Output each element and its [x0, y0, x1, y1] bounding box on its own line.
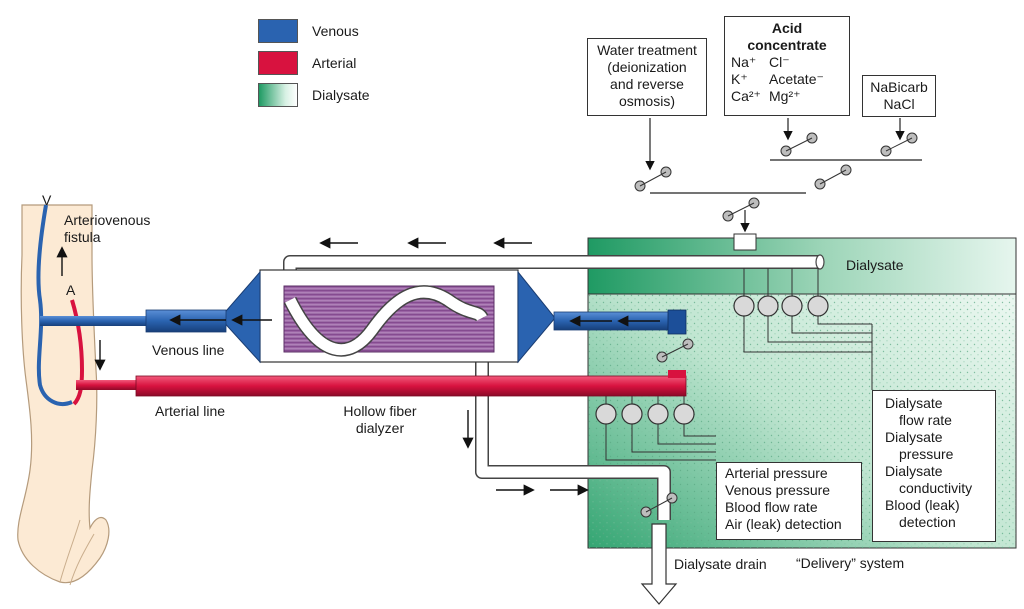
- monitor-blood-leak-2: detection: [899, 514, 956, 530]
- monitor-dialysate-flow-2: flow rate: [899, 412, 952, 428]
- monitor-air-leak-detection: Air (leak) detection: [725, 516, 842, 532]
- legend-swatch-venous: [258, 19, 298, 43]
- monitor-blood-flow-rate: Blood flow rate: [725, 499, 818, 515]
- acid-title-line2: concentrate: [747, 37, 827, 53]
- acid-concentrate-box: Acid concentrate Na⁺ Cl⁻ K⁺ Acetate⁻ Ca²…: [724, 16, 850, 116]
- legend-dialysate: Dialysate: [258, 82, 370, 108]
- acid-concentrate-title: Acid concentrate: [731, 20, 843, 54]
- dialysate-monitor-gauges: [733, 268, 873, 390]
- arm-v-label: V: [42, 192, 52, 208]
- monitor-dialysate-pressure-1: Dialysate: [885, 429, 943, 445]
- dialyzer-label-line2: dialyzer: [355, 420, 405, 436]
- blood-monitor-box: Arterial pressure Venous pressure Blood …: [716, 462, 862, 540]
- water-treatment-line3: and reverse: [610, 76, 684, 92]
- dialysate-band-label: Dialysate: [846, 257, 904, 273]
- dialyzer-label-line1: Hollow fiber: [343, 403, 417, 419]
- dialysate-monitor-box: Dialysate flow rate Dialysate pressure D…: [872, 390, 996, 542]
- legend-label-venous: Venous: [312, 22, 359, 39]
- ion-k: K⁺: [731, 71, 748, 87]
- venous-line-tube: [40, 309, 687, 335]
- ion-mg: Mg²⁺: [769, 88, 801, 104]
- legend-venous: Venous: [258, 18, 359, 44]
- legend-arterial: Arterial: [258, 50, 356, 76]
- valves: [634, 132, 918, 518]
- acid-title-line1: Acid: [771, 20, 803, 36]
- venous-line-label: Venous line: [152, 342, 225, 358]
- water-treatment-line2: (deionization: [607, 59, 687, 75]
- arterial-line-label: Arterial line: [155, 403, 226, 419]
- monitor-blood-leak-1: Blood (leak): [885, 497, 960, 513]
- water-treatment-line4: osmosis): [618, 93, 675, 109]
- dialysate-drain-label: Dialysate drain: [674, 556, 767, 572]
- fistula-label-line2: fistula: [64, 229, 101, 245]
- monitor-arterial-pressure: Arterial pressure: [725, 465, 828, 481]
- bicarb-line2: NaCl: [883, 96, 915, 112]
- hollow-fiber-dialyzer: [219, 269, 556, 364]
- arterial-line-tube: [76, 370, 687, 397]
- monitor-dialysate-flow-1: Dialysate: [885, 395, 943, 411]
- bicarb-box: NaBicarb NaCl: [862, 75, 936, 117]
- arm-a-label: A: [66, 282, 76, 298]
- dialyzer-label: Hollow fiber dialyzer: [330, 403, 430, 437]
- supply-lines: [645, 118, 922, 233]
- patient-arm: [17, 204, 110, 586]
- fistula-label-line1: Arteriovenous: [64, 212, 151, 228]
- ion-cl: Cl⁻: [769, 54, 790, 70]
- blood-flow-arrows: [169, 314, 660, 327]
- acid-ion-list: Na⁺ Cl⁻ K⁺ Acetate⁻ Ca²⁺ Mg²⁺: [731, 54, 843, 105]
- fistula-label: Arteriovenous fistula: [64, 212, 150, 246]
- monitor-dialysate-conductivity-2: conductivity: [899, 480, 973, 496]
- legend-label-dialysate: Dialysate: [312, 86, 370, 103]
- dialysate-flow-arrows: [319, 237, 589, 496]
- ion-ca: Ca²⁺: [731, 88, 761, 104]
- monitor-dialysate-conductivity-1: Dialysate: [885, 463, 943, 479]
- legend-label-arterial: Arterial: [312, 54, 357, 71]
- legend-swatch-dialysate: [258, 83, 298, 107]
- monitor-venous-pressure: Venous pressure: [725, 482, 831, 498]
- water-treatment-box: Water treatment (deionization and revers…: [587, 38, 707, 116]
- monitor-dialysate-pressure-2: pressure: [899, 446, 954, 462]
- blood-monitor-gauges: [595, 396, 716, 461]
- water-treatment-line1: Water treatment: [597, 42, 697, 58]
- dialysate-drain-arrow: [640, 523, 678, 605]
- delivery-system-label: “Delivery” system: [796, 555, 905, 571]
- ion-na: Na⁺: [731, 54, 757, 70]
- ion-acetate: Acetate⁻: [769, 71, 824, 87]
- bicarb-line1: NaBicarb: [870, 79, 928, 95]
- legend-swatch-arterial: [258, 51, 298, 75]
